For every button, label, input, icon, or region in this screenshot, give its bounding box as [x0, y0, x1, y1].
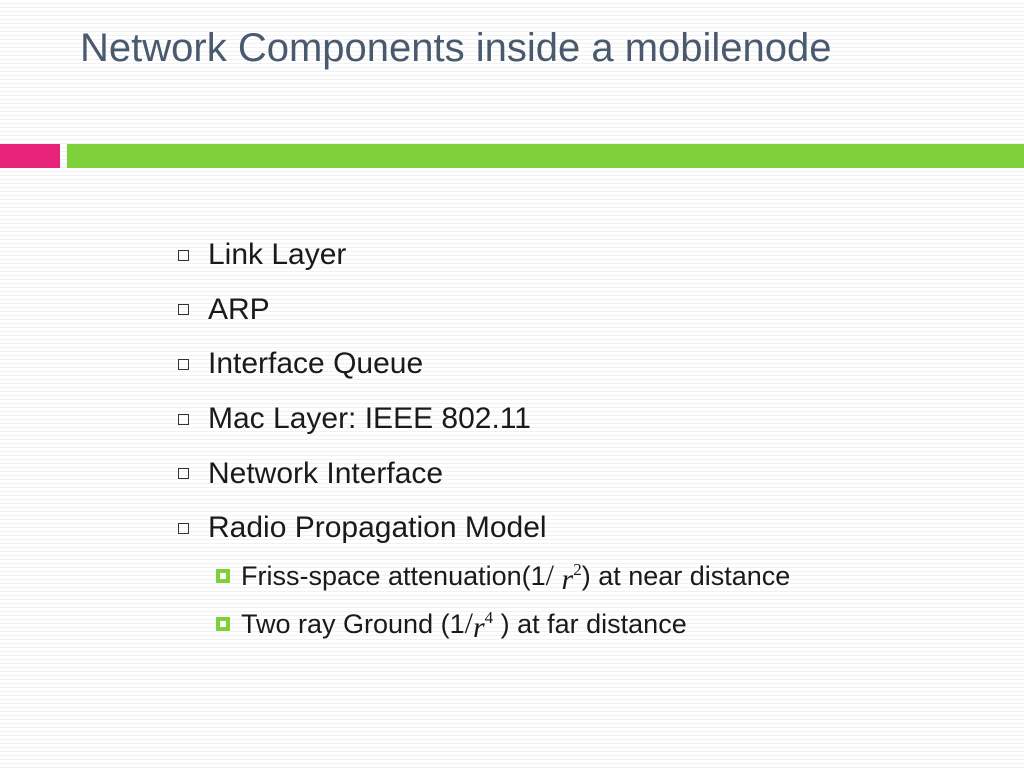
filled-square-bullet-icon: [216, 569, 230, 583]
hollow-square-icon: [178, 358, 189, 370]
title-accent-bar-green: [67, 144, 1024, 168]
bullet-text: Interface Queue: [208, 347, 424, 381]
bullet-text: Mac Layer: IEEE 802.11: [208, 402, 531, 436]
hollow-square-icon: [178, 468, 189, 480]
formula-variable: r: [561, 563, 574, 596]
sub-bullet-item-friss-space: Friss-space attenuation(1/ r2) at near d…: [216, 552, 1016, 600]
hollow-square-icon: [178, 249, 189, 261]
filled-square-bullet-icon: [216, 617, 230, 631]
hollow-square-icon: [178, 522, 189, 534]
formula-prefix: Two ray Ground (1: [241, 609, 465, 639]
bullet-text: Link Layer: [208, 238, 347, 272]
bullet-item-interface-queue: Interface Queue: [176, 337, 996, 392]
formula-variable: r: [472, 611, 485, 644]
formula-slash: /: [545, 559, 554, 592]
bullet-item-mac-layer: Mac Layer: IEEE 802.11: [176, 392, 996, 447]
formula-exponent: 4: [484, 608, 494, 627]
formula-exponent: 2: [573, 560, 582, 579]
bullet-item-radio-propagation-model: Radio Propagation Model: [176, 501, 996, 556]
formula-suffix: ) at far distance: [493, 609, 687, 639]
bullet-item-network-interface: Network Interface: [176, 446, 996, 501]
sub-bullet-text: Two ray Ground (1/r4 ) at far distance: [241, 607, 687, 644]
bullet-text: Radio Propagation Model: [208, 511, 547, 545]
bullet-item-arp: ARP: [176, 283, 996, 338]
sub-bullet-item-two-ray-ground: Two ray Ground (1/r4 ) at far distance: [216, 600, 1016, 648]
slide-title: Network Components inside a mobilenode: [80, 26, 832, 70]
bullet-text: Network Interface: [208, 456, 444, 490]
bullet-list: Link Layer ARP Interface Queue Mac Layer…: [176, 228, 996, 556]
sub-bullet-list: Friss-space attenuation(1/ r2) at near d…: [216, 552, 1016, 648]
sub-bullet-text: Friss-space attenuation(1/ r2) at near d…: [241, 559, 791, 596]
formula-slash: /: [464, 607, 473, 640]
bullet-text: ARP: [208, 292, 270, 326]
hollow-square-icon: [178, 304, 189, 316]
formula-prefix: Friss-space attenuation(1: [241, 561, 546, 591]
title-accent-bar-pink: [0, 144, 60, 168]
hollow-square-icon: [178, 413, 189, 425]
formula-suffix: ) at near distance: [581, 561, 791, 591]
bullet-item-link-layer: Link Layer: [176, 228, 996, 283]
